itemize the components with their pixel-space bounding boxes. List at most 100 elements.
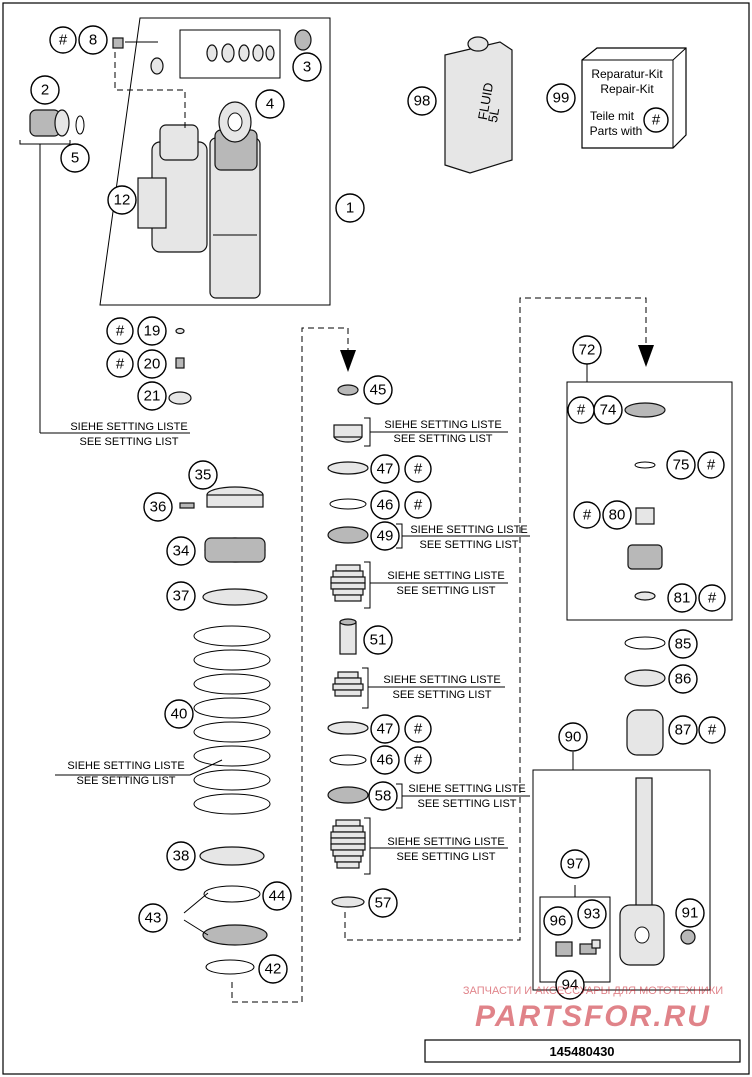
callout-number: 74 [600,402,617,419]
callout-85: 85 [668,629,698,659]
callout-58: 58 [368,781,398,811]
callout-number: 47 [377,461,394,478]
hash-callout: # [404,455,432,483]
part-85 [624,636,666,650]
shim-stack-column [327,384,530,908]
callout-number: 51 [370,632,387,649]
callout-2: 2 [30,75,60,105]
part-21 [168,391,192,405]
callout-number: 37 [173,588,190,605]
callout-47: 47 [370,714,400,744]
callout-45: 45 [363,375,393,405]
callout-number: 94 [562,977,579,994]
hash-callout: # [573,501,601,529]
callout-40: 40 [164,699,194,729]
callout-91: 91 [675,898,705,928]
callout-number: 86 [675,671,692,688]
callout-number: 40 [171,706,188,723]
callout-number: 99 [553,90,570,107]
repair-kit-line2: Repair-Kit [600,82,654,96]
callout-number: 49 [377,528,394,545]
callout-number: 72 [579,342,596,359]
callout-number: 75 [673,457,690,474]
callout-42: 42 [258,954,288,984]
hash-callout: # [106,350,134,378]
shock-absorber-assembly [99,17,331,306]
hash-symbol: # [116,356,125,373]
hash-symbol: # [414,461,423,478]
callout-34: 34 [166,536,196,566]
callout-number: 20 [144,356,161,373]
callout-number: 2 [41,82,49,99]
callout-80: 80 [602,500,632,530]
can-label-line1: FLUID [475,81,496,121]
setting-label-de-6: SIEHE SETTING LISTE [67,760,184,772]
callout-86: 86 [668,664,698,694]
setting-label-de-2: SIEHE SETTING LISTE [384,419,501,431]
callout-number: 81 [674,590,691,607]
callout-number: 3 [303,59,311,76]
repair-kit-line3: Teile mit [590,109,635,123]
repair-kit-box: Reparatur-Kit Repair-Kit Teile mit Parts… [581,47,687,149]
callout-49: 49 [370,521,400,551]
repair-kit-line4: Parts with [590,124,643,138]
callout-number: 87 [675,722,692,739]
callout-46: 46 [370,745,400,775]
hash-callout: # [404,746,432,774]
callout-75: 75 [666,450,696,480]
callout-number: 44 [269,888,286,905]
callout-37: 37 [166,581,196,611]
callout-number: 46 [377,752,394,769]
hash-symbol: # [59,32,68,49]
hash-symbol: # [414,497,423,514]
callout-1: 1 [335,193,365,223]
callout-57: 57 [368,888,398,918]
callout-72: 72 [572,335,602,365]
hash-callout: # [49,26,77,54]
piston-rod-box-90 [532,752,711,991]
callout-number: 46 [377,497,394,514]
repair-kit-line1: Reparatur-Kit [591,67,663,81]
hash-symbol: # [116,323,125,340]
callout-94: 94 [555,970,585,1000]
setting-label-de-8: SIEHE SETTING LISTE [387,836,504,848]
callout-74: 74 [593,395,623,425]
callout-number: 42 [265,961,282,978]
callout-47: 47 [370,454,400,484]
hash-symbol: # [414,721,423,738]
fluid-can: FLUID 5L [444,36,513,174]
hash-callout: # [697,451,725,479]
callout-number: 58 [375,788,392,805]
hash-callout: # [698,584,726,612]
callout-number: 12 [114,192,131,209]
setting-label-en-1: SEE SETTING LIST [79,436,178,448]
callout-number: 80 [609,507,626,524]
callout-number: 19 [144,323,161,340]
callout-number: 1 [346,200,354,217]
hash-symbol: # [707,457,716,474]
setting-label-en-4: SEE SETTING LIST [396,585,495,597]
callout-38: 38 [166,841,196,871]
part-86 [624,669,666,687]
callout-number: 38 [173,848,190,865]
callout-36: 36 [143,492,173,522]
repair-kit-hash: # [643,107,669,133]
callout-98: 98 [407,86,437,116]
callout-number: 36 [150,499,167,516]
setting-label-de-5: SIEHE SETTING LISTE [383,674,500,686]
callout-97: 97 [560,849,590,879]
hash-symbol: # [652,112,661,129]
setting-label-de-7: SIEHE SETTING LISTE [408,783,525,795]
callout-number: 5 [71,150,79,167]
callout-20: 20 [137,349,167,379]
hash-symbol: # [708,722,717,739]
piston-kit-box-72 [566,362,733,621]
hash-callout: # [106,317,134,345]
callout-43: 43 [138,903,168,933]
callout-number: 47 [377,721,394,738]
callout-93: 93 [577,899,607,929]
footer-code-box [424,1039,741,1063]
callout-21: 21 [137,381,167,411]
adjuster-part-2 [19,109,190,434]
setting-labels: SIEHE SETTING LISTE SEE SETTING LIST SIE… [67,419,527,863]
